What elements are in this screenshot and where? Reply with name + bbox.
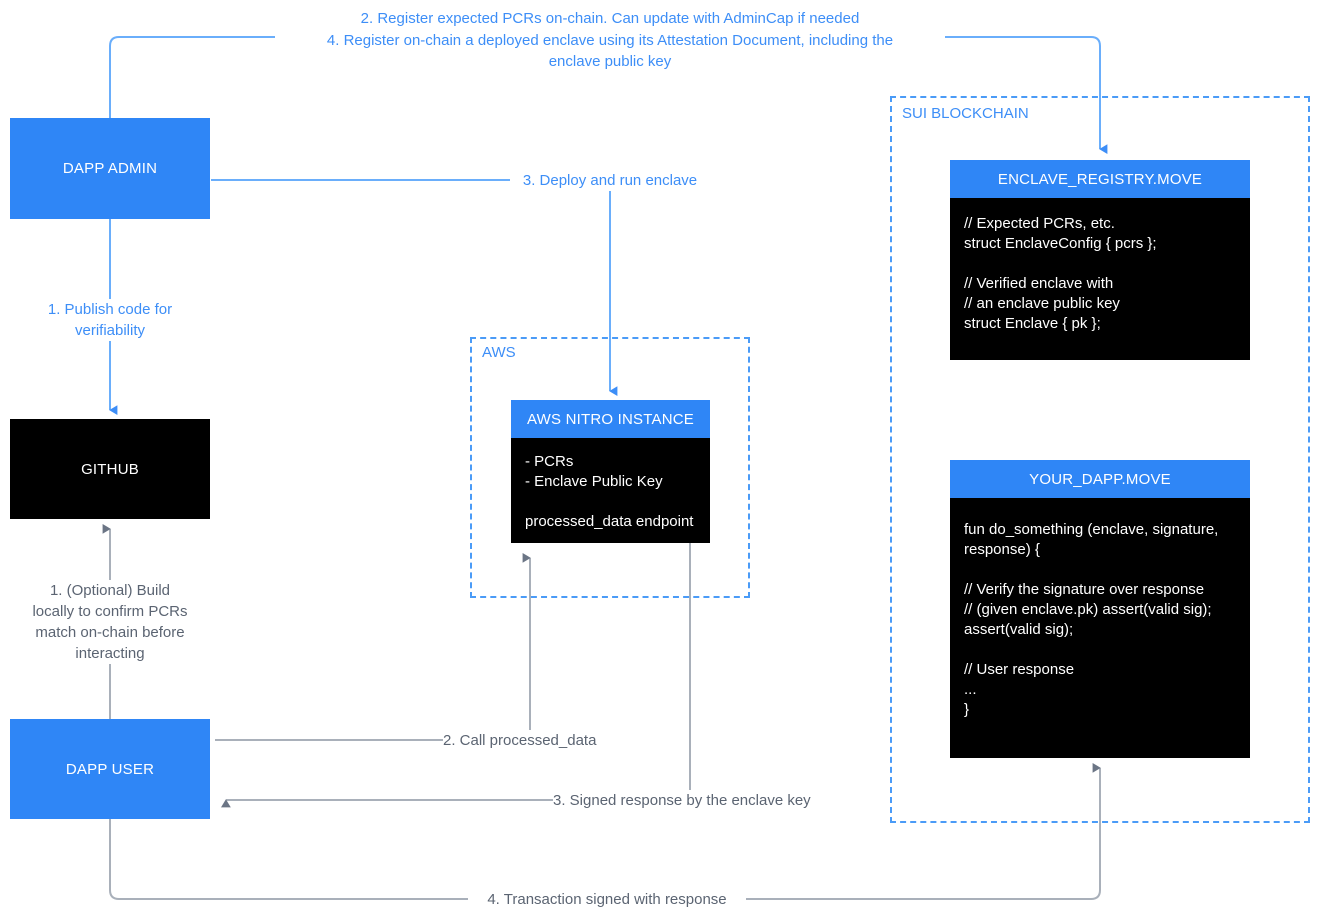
node-aws-nitro-instance[interactable]: AWS NITRO INSTANCE - PCRs - Enclave Publ… <box>511 400 710 543</box>
group-sui-blockchain <box>890 96 1310 823</box>
node-your-dapp-move-title: YOUR_DAPP.MOVE <box>950 460 1250 498</box>
node-github-label: GITHUB <box>81 460 139 478</box>
group-aws <box>470 337 750 598</box>
node-aws-nitro-instance-title: AWS NITRO INSTANCE <box>511 400 710 438</box>
group-sui-blockchain-label: SUI BLOCKCHAIN <box>897 105 1034 122</box>
node-your-dapp-move-body: fun do_something (enclave, signature, re… <box>950 498 1250 758</box>
node-enclave-registry-move-body: // Expected PCRs, etc. struct EnclaveCon… <box>950 198 1250 360</box>
node-github[interactable]: GITHUB <box>10 419 210 519</box>
edge-label-call-processed-data: 2. Call processed_data <box>443 730 623 751</box>
edge-label-deploy-enclave: 3. Deploy and run enclave <box>510 170 710 191</box>
node-dapp-admin-label: DAPP ADMIN <box>62 160 158 177</box>
node-enclave-registry-move[interactable]: ENCLAVE_REGISTRY.MOVE // Expected PCRs, … <box>950 160 1250 360</box>
edge-label-signed-response: 3. Signed response by the enclave key <box>553 790 843 811</box>
edge-label-register-enclave: 4. Register on-chain a deployed enclave … <box>275 30 945 72</box>
node-dapp-user-label: DAPP USER <box>65 760 155 778</box>
node-your-dapp-move[interactable]: YOUR_DAPP.MOVE fun do_something (enclave… <box>950 460 1250 758</box>
edge-label-publish-code: 1. Publish code for verifiability <box>20 299 200 341</box>
group-aws-label: AWS <box>477 344 521 361</box>
edge-label-build-locally: 1. (Optional) Build locally to confirm P… <box>15 580 205 664</box>
node-dapp-admin[interactable]: DAPP ADMIN <box>10 118 210 219</box>
node-aws-nitro-instance-body: - PCRs - Enclave Public Key processed_da… <box>511 438 710 543</box>
edge-label-register-pcrs: 2. Register expected PCRs on-chain. Can … <box>300 8 920 29</box>
edge-label-transaction-signed: 4. Transaction signed with response <box>468 889 746 910</box>
node-dapp-user[interactable]: DAPP USER <box>10 719 210 819</box>
node-enclave-registry-move-title: ENCLAVE_REGISTRY.MOVE <box>950 160 1250 198</box>
